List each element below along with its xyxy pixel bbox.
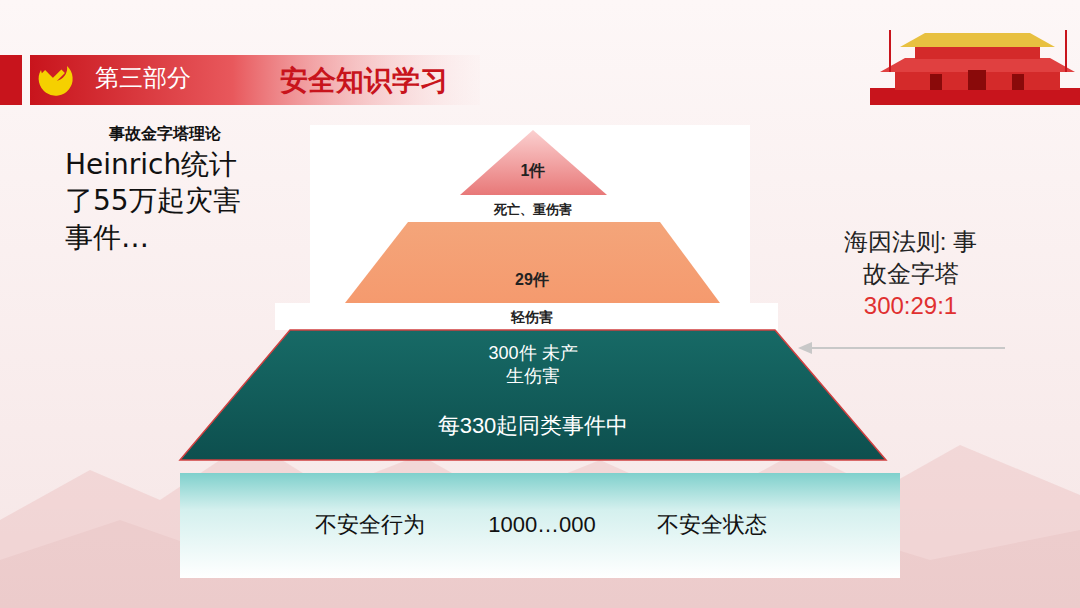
pyramid-bottom: 300件 未产生伤害每330起同类事件中: [178, 330, 888, 462]
arrow-line: [808, 347, 1005, 349]
mountains: [0, 440, 1080, 608]
section-label: 第三部分: [95, 64, 265, 93]
pyramid-middle: 29件轻伤害: [340, 222, 725, 330]
header-band: [30, 55, 480, 105]
shape-fill: [460, 130, 607, 195]
node-text: 不安全行为: [295, 511, 445, 540]
pyramid-top: 1件死亡、重伤害: [455, 128, 612, 220]
arrow-head: [798, 342, 812, 354]
node-text: 29件: [492, 270, 572, 291]
theory-heading: 事故金字塔理论: [70, 124, 260, 143]
ratio-label: 300:29:1: [838, 292, 983, 321]
shape-fill: [180, 330, 886, 460]
party-emblem: [39, 66, 73, 96]
tiananmen: [870, 30, 1080, 105]
node-text: 1000…000: [467, 511, 617, 540]
node-text: 每330起同类事件中: [383, 412, 683, 441]
shape-fill: [345, 222, 720, 303]
slide-title: 安全知识学习: [280, 62, 448, 100]
white-band: [275, 303, 778, 330]
node-text: 1件: [503, 161, 563, 182]
white-panel: [310, 125, 750, 305]
law-caption: 海因法则: 事故金字塔: [838, 226, 983, 291]
pointer-arrow: [798, 342, 1005, 354]
theory-note: Heinrich统计了55万起灾害事件…: [65, 147, 257, 256]
node-text: 不安全状态: [637, 511, 787, 540]
header-tab: [0, 55, 22, 105]
node-text: 300件 未产生伤害: [483, 342, 583, 389]
node-text: 轻伤害: [472, 308, 592, 326]
shape-fill: [180, 473, 900, 578]
pyramid-base: 不安全行为 1000…000 不安全状态: [180, 473, 900, 578]
node-text: 死亡、重伤害: [458, 202, 608, 219]
